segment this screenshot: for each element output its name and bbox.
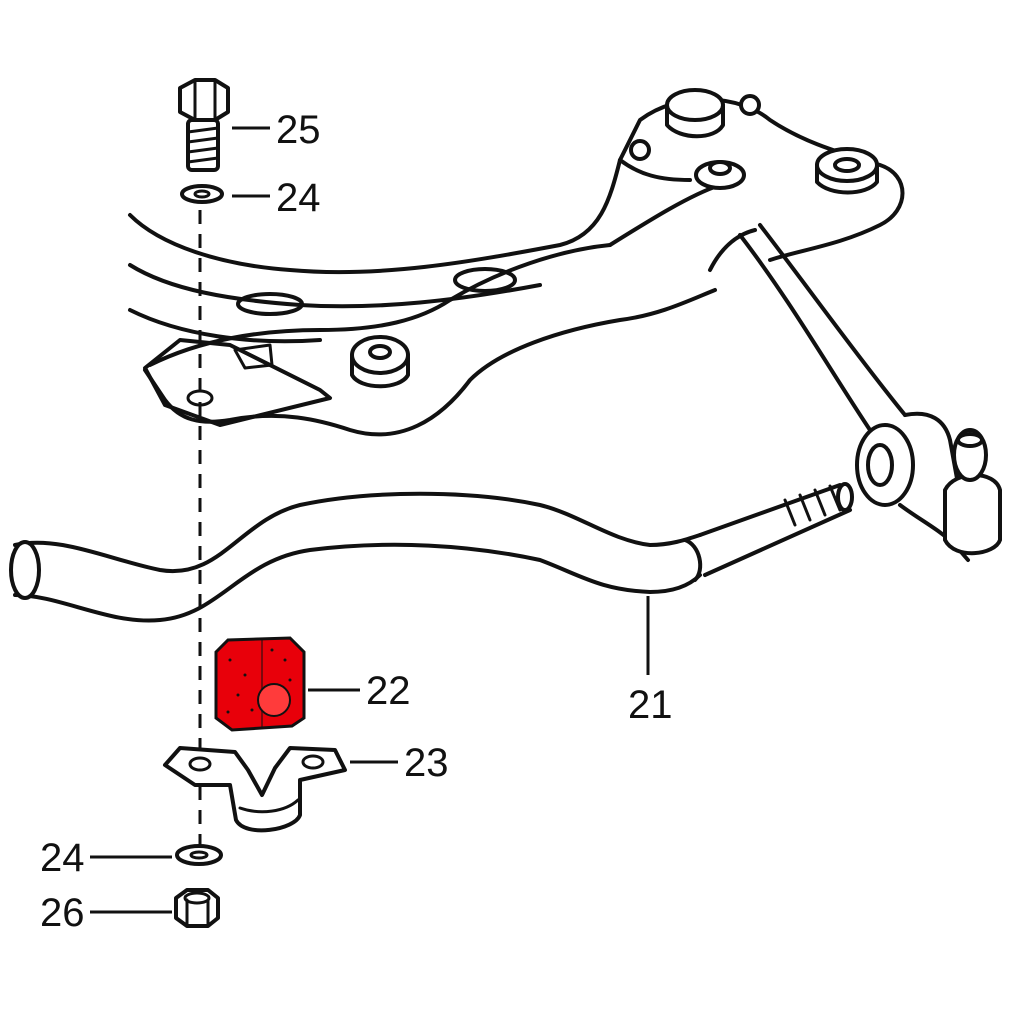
nut-26 bbox=[174, 888, 220, 928]
callout-25: 25 bbox=[276, 108, 321, 152]
bushing-22 bbox=[214, 636, 306, 732]
washer-24-upper-hole bbox=[193, 189, 211, 199]
callout-24-lower: 24 bbox=[40, 836, 85, 880]
clamp-23 bbox=[163, 746, 347, 833]
control-arm bbox=[738, 223, 1002, 562]
washer-24-lower bbox=[175, 844, 223, 866]
callout-26: 26 bbox=[40, 891, 85, 935]
washer-24-lower-hole bbox=[189, 850, 209, 860]
callout-21: 21 bbox=[628, 683, 673, 727]
bolt-25 bbox=[178, 78, 230, 172]
subframe-tab bbox=[143, 338, 332, 427]
stabilizer-bar bbox=[9, 482, 854, 623]
subframe-mounts bbox=[350, 88, 879, 389]
washer-24-upper bbox=[180, 184, 224, 204]
callout-23: 23 bbox=[404, 741, 449, 785]
callout-22: 22 bbox=[366, 669, 411, 713]
subframe bbox=[128, 97, 905, 437]
callout-24-upper: 24 bbox=[276, 176, 321, 220]
